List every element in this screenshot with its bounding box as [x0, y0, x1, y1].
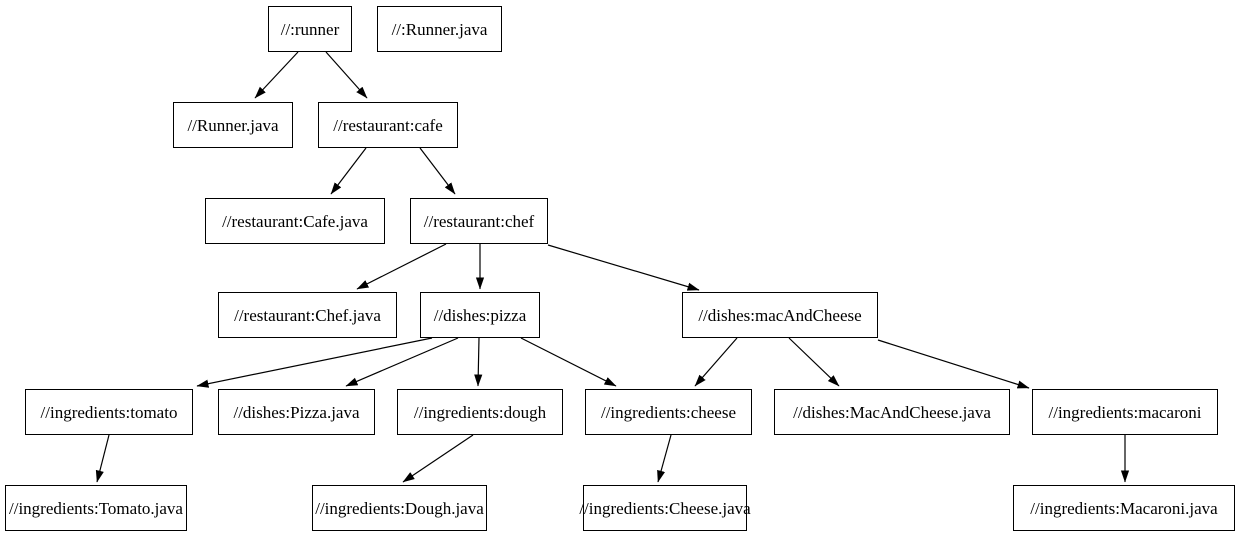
node-ingredients-macaroni-java-label: //ingredients:Macaroni.java [1030, 498, 1218, 518]
node-runner-label: //:runner [280, 19, 340, 39]
edge-dishes-pizza-to-ingredients-cheese [520, 337, 617, 387]
node-ingredients-tomato-label: //ingredients:tomato [40, 402, 178, 422]
node-ingredients-dough-java-label: //ingredients:Dough.java [315, 498, 484, 518]
node-runner-java: //Runner.java [173, 102, 293, 148]
edge-runner-to-runner-java [254, 51, 299, 99]
node-restaurant-cafe-java-label: //restaurant:Cafe.java [222, 211, 368, 231]
node-runner: //:runner [268, 6, 352, 52]
node-dishes-pizza: //dishes:pizza [420, 292, 540, 338]
node-dishes-pizza-label: //dishes:pizza [433, 305, 527, 325]
node-ingredients-cheese: //ingredients:cheese [585, 389, 752, 435]
edge-dishes-pizza-to-ingredients-dough [474, 337, 483, 387]
node-restaurant-cafe-label: //restaurant:cafe [333, 115, 443, 135]
node-ingredients-dough: //ingredients:dough [397, 389, 563, 435]
node-dishes-pizza-java: //dishes:Pizza.java [218, 389, 375, 435]
edge-ingredients-dough-to-ingredients-dough-java [402, 434, 474, 483]
edge-restaurant-cafe-to-restaurant-chef [419, 147, 456, 195]
node-dishes-mac-and-cheese: //dishes:macAndCheese [682, 292, 878, 338]
node-restaurant-cafe-java: //restaurant:Cafe.java [205, 198, 385, 244]
edge-dishes-mac-and-cheese-to-ingredients-cheese [694, 337, 738, 387]
node-ingredients-cheese-java: //ingredients:Cheese.java [579, 485, 751, 531]
node-runner-java-file: //:Runner.java [377, 6, 502, 52]
node-dishes-mac-and-cheese-label: //dishes:macAndCheese [698, 305, 862, 325]
node-restaurant-chef-label: //restaurant:chef [423, 211, 535, 231]
node-restaurant-chef-java-label: //restaurant:Chef.java [234, 305, 381, 325]
node-dishes-mac-and-cheese-java: //dishes:MacAndCheese.java [774, 389, 1010, 435]
node-dishes-mac-and-cheese-java-label: //dishes:MacAndCheese.java [793, 402, 991, 422]
node-ingredients-tomato-java: //ingredients:Tomato.java [5, 485, 187, 531]
node-ingredients-macaroni-java: //ingredients:Macaroni.java [1013, 485, 1235, 531]
node-runner-java-label: //Runner.java [187, 115, 279, 135]
node-ingredients-dough-label: //ingredients:dough [413, 402, 547, 422]
node-ingredients-macaroni-label: //ingredients:macaroni [1048, 402, 1202, 422]
edge-ingredients-tomato-to-ingredients-tomato-java [95, 434, 110, 483]
node-runner-java-file-label: //:Runner.java [391, 19, 488, 39]
edge-restaurant-chef-to-restaurant-chef-java [356, 243, 447, 290]
edge-dishes-mac-and-cheese-to-ingredients-macaroni [877, 339, 1030, 389]
node-ingredients-tomato-java-label: //ingredients:Tomato.java [9, 498, 183, 518]
node-dishes-pizza-java-label: //dishes:Pizza.java [233, 402, 360, 422]
edge-runner-to-restaurant-cafe [325, 51, 368, 99]
edge-restaurant-cafe-to-restaurant-cafe-java [330, 147, 367, 195]
edge-dishes-pizza-to-ingredients-tomato [196, 337, 433, 388]
node-ingredients-cheese-java-label: //ingredients:Cheese.java [579, 498, 751, 518]
edge-dishes-pizza-to-dishes-pizza-java [345, 337, 459, 387]
node-restaurant-chef-java: //restaurant:Chef.java [218, 292, 397, 338]
edge-restaurant-chef-to-dishes-mac-and-cheese [547, 244, 700, 291]
node-ingredients-macaroni: //ingredients:macaroni [1032, 389, 1218, 435]
edge-ingredients-cheese-to-ingredients-cheese-java [657, 434, 672, 483]
node-ingredients-cheese-label: //ingredients:cheese [600, 402, 736, 422]
node-restaurant-cafe: //restaurant:cafe [318, 102, 458, 148]
edge-dishes-mac-and-cheese-to-dishes-mac-and-cheese-java [788, 337, 840, 387]
node-restaurant-chef: //restaurant:chef [410, 198, 548, 244]
node-ingredients-dough-java: //ingredients:Dough.java [312, 485, 487, 531]
node-ingredients-tomato: //ingredients:tomato [25, 389, 193, 435]
